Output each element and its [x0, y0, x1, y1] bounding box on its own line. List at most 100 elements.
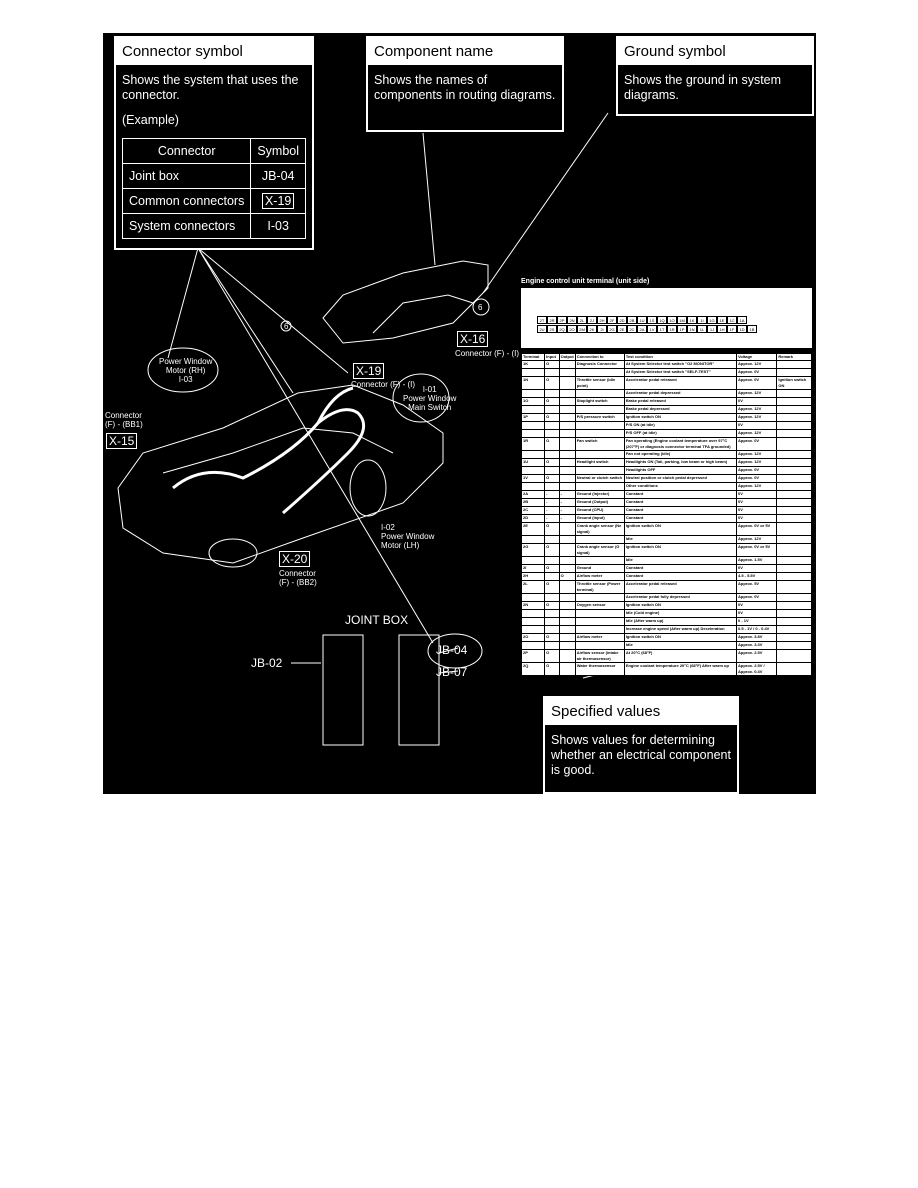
table-cell	[574, 482, 625, 491]
label-ellipse	[392, 373, 450, 423]
table-cell	[544, 368, 560, 377]
table-cell: Diagnosis Connector	[574, 360, 625, 369]
table-cell	[776, 556, 812, 565]
table-cell: O	[544, 522, 560, 536]
label-ellipse	[427, 633, 483, 669]
table-cell	[776, 413, 812, 422]
table-row: Common connectors X-19	[121, 188, 307, 214]
table-row: P/S OFF (at idle)Approx. 12V	[520, 429, 812, 438]
table-cell: 1K	[520, 360, 546, 369]
x20-connector-label: Connector (F) - (BB2)	[279, 569, 317, 587]
table-cell: O	[544, 458, 560, 467]
connector-pin: 2S	[547, 325, 557, 333]
connector-pin: 1J	[707, 325, 717, 333]
table-cell	[558, 437, 576, 451]
table-cell: Approx. 0V	[735, 466, 778, 475]
table-cell: Approx. 12V	[735, 429, 778, 438]
table-cell	[776, 474, 812, 483]
table-cell	[558, 662, 576, 676]
table-cell	[558, 429, 576, 438]
table-cell	[776, 601, 812, 610]
table-cell: 0V	[735, 564, 778, 573]
table-cell: Neutral or clutch switch	[574, 474, 625, 483]
table-cell	[558, 405, 576, 414]
connector-symbol-callout: Connector symbol Shows the system that u…	[114, 36, 314, 250]
table-cell: Accelerator pedal depressed	[623, 389, 737, 398]
table-cell: Constant	[623, 514, 737, 523]
table-cell: O	[558, 572, 576, 581]
joint-box-right-outline	[398, 634, 440, 746]
label-line: (F) - (BB2)	[279, 578, 317, 587]
table-cell: -	[558, 506, 576, 515]
table-cell: Approx. 12V	[735, 405, 778, 414]
table-cell: Ground (Injector)	[574, 490, 625, 499]
table-cell	[520, 641, 546, 650]
table-cell: O	[544, 360, 560, 369]
callout-title: Specified values	[545, 698, 737, 725]
table-cell	[544, 389, 560, 398]
power-window-motor-rh-label: Power Window Motor (RH) I-03	[159, 357, 212, 384]
power-window-main-switch-label: I-01 Power Window Main Switch	[403, 385, 456, 412]
table-cell	[520, 429, 546, 438]
table-cell	[558, 450, 576, 459]
label-line: Power Window	[403, 394, 457, 403]
table-cell	[558, 397, 576, 406]
table-cell: Joint box	[121, 163, 252, 189]
table-cell	[574, 617, 625, 626]
connector-symbol-table: Connector Symbol Joint box JB-04 Common …	[121, 138, 307, 239]
table-cell: Approx. 3.3V	[735, 641, 778, 650]
table-cell	[520, 368, 546, 377]
table-row: Joint box JB-04	[121, 163, 307, 189]
table-cell	[520, 482, 546, 491]
table-cell	[776, 522, 812, 536]
table-cell: -	[544, 498, 560, 507]
leader-line	[197, 247, 294, 394]
table-cell	[776, 437, 812, 451]
table-cell: 0V	[735, 490, 778, 499]
callout-title: Component name	[368, 38, 562, 65]
table-cell: -	[544, 490, 560, 499]
table-cell	[776, 450, 812, 459]
table-cell: Constant	[623, 564, 737, 573]
table-cell: Approx. 0V	[735, 376, 778, 390]
table-cell: O	[544, 413, 560, 422]
table-cell: Accelerator pedal fully depressed	[623, 593, 737, 602]
table-cell: Ground (CPU)	[574, 506, 625, 515]
table-cell: Constant	[623, 498, 737, 507]
table-cell: 0V	[735, 397, 778, 406]
table-cell: Accelerator pedal released	[623, 580, 737, 594]
table-cell: 2Q	[520, 662, 546, 676]
label-line: I-01	[422, 385, 437, 394]
table-cell	[558, 556, 576, 565]
table-cell: Approx. 1.5V	[735, 556, 778, 565]
table-cell	[520, 421, 546, 430]
table-cell	[574, 535, 625, 544]
table-cell	[776, 662, 812, 676]
table-cell	[558, 641, 576, 650]
ecu-title: Engine control unit terminal (unit side)	[521, 278, 650, 285]
table-row: Idle (After warm up)0 - 1V	[520, 617, 812, 626]
table-cell	[776, 609, 812, 618]
table-header: Remark	[776, 353, 812, 361]
connector-pin: 2L	[577, 316, 587, 324]
table-cell: -	[544, 506, 560, 515]
table-cell: Accelerator pedal released	[623, 376, 737, 390]
table-cell: 2A	[520, 490, 546, 499]
ground-symbol-6: 6	[284, 322, 289, 331]
table-cell: Ignition switch ON	[623, 633, 737, 642]
table-cell: 2B	[520, 498, 546, 507]
table-cell	[558, 413, 576, 422]
table-cell	[574, 625, 625, 634]
table-cell: Headlights OFF	[623, 466, 737, 475]
table-cell	[776, 368, 812, 377]
connector-pin: 1U	[637, 316, 647, 324]
